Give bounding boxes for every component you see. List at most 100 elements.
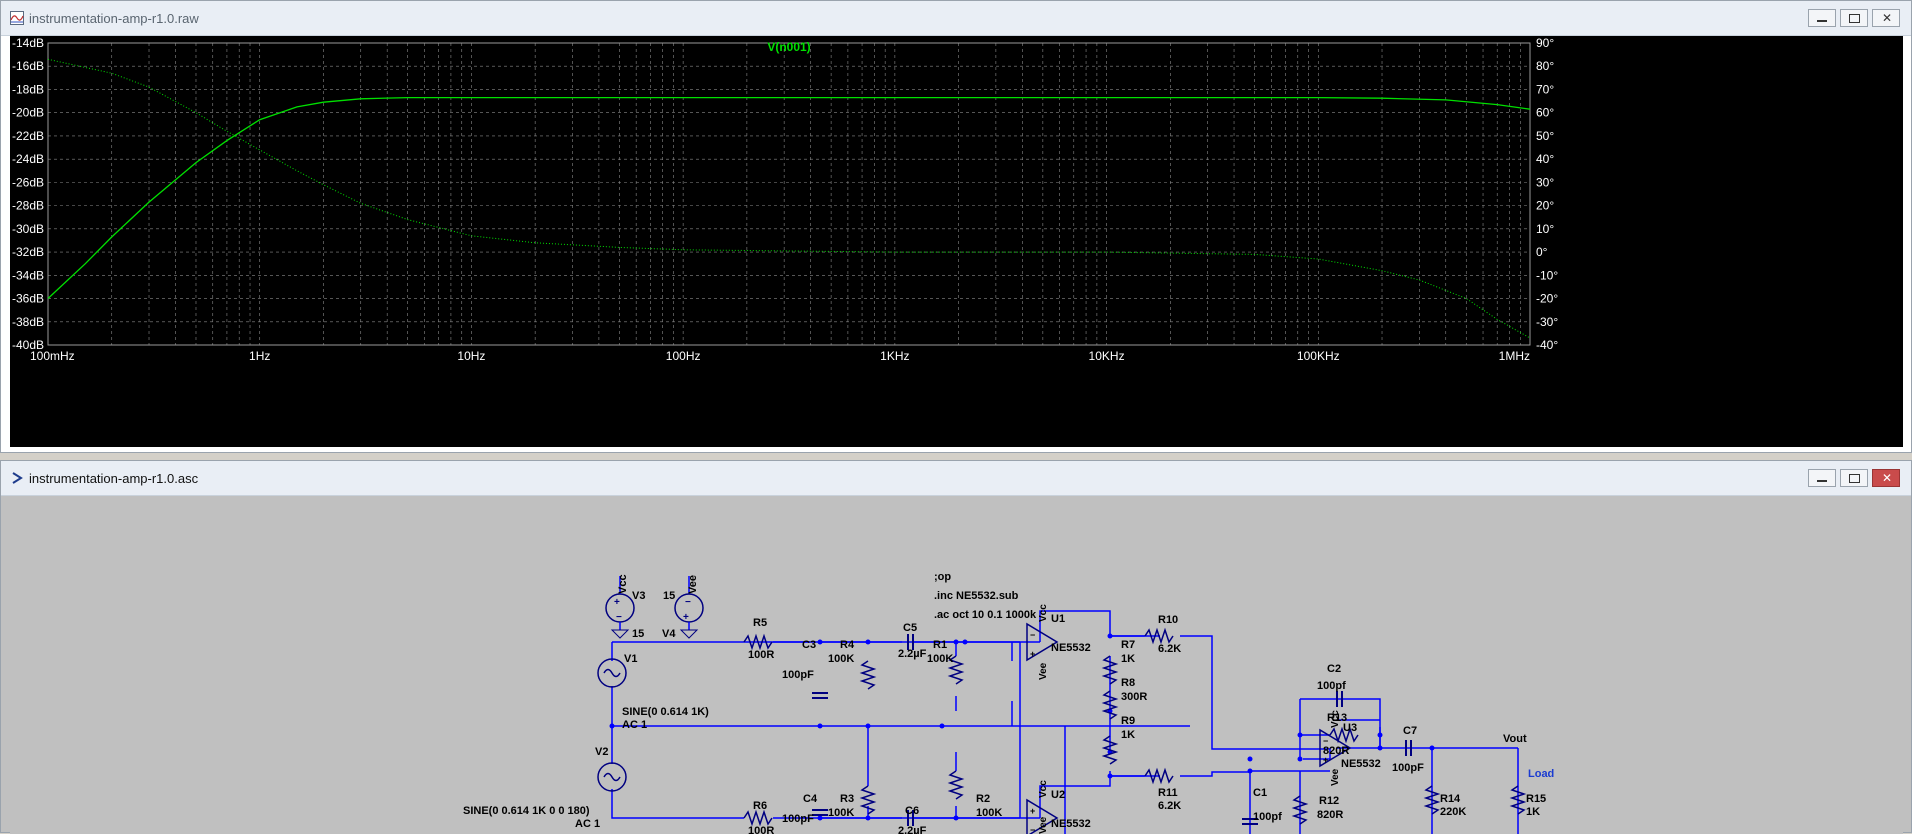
junctions	[609, 633, 1435, 821]
restore-button[interactable]	[1840, 469, 1868, 487]
svg-text:−: −	[1030, 630, 1035, 640]
y-right-tick-label: -40°	[1536, 338, 1558, 352]
r14-name: R14	[1440, 793, 1461, 805]
u1-value: NE5532	[1051, 642, 1091, 654]
schematic-window: instrumentation-amp-r1.0.asc ✕ ;op .inc …	[0, 460, 1912, 834]
x-tick-label: 10Hz	[457, 349, 485, 363]
r12-name: R12	[1319, 795, 1339, 807]
net-label-vcc: Vcc	[617, 574, 629, 594]
schematic-titlebar[interactable]: instrumentation-amp-r1.0.asc ✕	[1, 461, 1911, 496]
svg-text:+: +	[1030, 806, 1035, 816]
r6-value: 100R	[748, 825, 774, 834]
r2-name: R2	[976, 793, 990, 805]
r2-value: 100K	[976, 807, 1002, 819]
r8-name: R8	[1121, 677, 1135, 689]
r13-value: 820R	[1323, 745, 1349, 757]
y-left-tick-label: -40dB	[12, 338, 44, 352]
u3-vee-label: Vee	[1330, 768, 1341, 786]
c2-name: C2	[1327, 663, 1341, 675]
r5-name: R5	[753, 617, 767, 629]
r8-value: 300R	[1121, 691, 1147, 703]
supply-v4[interactable]: − + Vee 15 V4	[662, 575, 704, 640]
directive-op[interactable]: ;op	[934, 571, 951, 583]
c6-value: 2.2µF	[898, 825, 927, 834]
x-tick-label: 1MHz	[1499, 349, 1530, 363]
y-left-tick-label: -36dB	[12, 292, 44, 306]
y-left-tick-label: -30dB	[12, 222, 44, 236]
directive-include[interactable]: .inc NE5532.sub	[934, 590, 1019, 602]
r14-value: 220K	[1440, 806, 1466, 818]
r9-name: R9	[1121, 715, 1135, 727]
vertical-resistor-symbols	[859, 655, 1527, 825]
svg-text:−: −	[1030, 825, 1035, 834]
close-button[interactable]: ✕	[1872, 469, 1900, 487]
v1-function: SINE(0 0.614 1K)	[622, 706, 709, 718]
v2-ac: AC 1	[575, 818, 600, 830]
y-left-tick-label: -34dB	[12, 268, 44, 282]
u2-value: NE5532	[1051, 818, 1091, 830]
c1-name: C1	[1253, 787, 1267, 799]
schematic-canvas[interactable]: ;op .inc NE5532.sub .ac oct 10 0.1 1000k…	[10, 496, 1903, 834]
net-label-load[interactable]: Load	[1528, 768, 1554, 780]
magnitude-trace	[47, 96, 1531, 299]
c5-name: C5	[903, 622, 917, 634]
y-right-tick-label: -30°	[1536, 315, 1558, 329]
u1-vee-label: Vee	[1038, 662, 1049, 680]
schematic-window-title: instrumentation-amp-r1.0.asc	[29, 471, 199, 486]
y-right-tick-label: -10°	[1536, 268, 1558, 282]
directive-ac[interactable]: .ac oct 10 0.1 1000k	[934, 609, 1037, 621]
y-right-tick-label: 20°	[1536, 199, 1554, 213]
y-right-tick-label: 50°	[1536, 129, 1554, 143]
y-right-tick-label: -20°	[1536, 292, 1558, 306]
y-left-tick-label: -24dB	[12, 152, 44, 166]
source-v2[interactable]: V2 SINE(0 0.614 1K 0 0 180) AC 1	[463, 746, 627, 830]
c7-value: 100pF	[1392, 762, 1424, 774]
horizontal-resistor-symbols	[743, 627, 1359, 827]
x-tick-label: 100Hz	[666, 349, 701, 363]
r6-name: R6	[753, 800, 767, 812]
y-left-tick-label: -18dB	[12, 82, 44, 96]
c3-value: 100pF	[782, 669, 814, 681]
supply-v3[interactable]: + − Vcc V3 15	[605, 574, 645, 640]
minimize-button[interactable]	[1808, 469, 1836, 487]
waveform-window-title: instrumentation-amp-r1.0.raw	[29, 11, 199, 26]
svg-text:−: −	[1323, 736, 1328, 746]
phase-trace	[47, 58, 1531, 339]
waveform-app-icon	[10, 11, 24, 25]
schematic-drawing[interactable]: ;op .inc NE5532.sub .ac oct 10 0.1 1000k…	[10, 496, 1903, 834]
x-tick-label: 1Hz	[249, 349, 270, 363]
v2-name: V2	[595, 746, 608, 758]
r11-value: 6.2K	[1158, 800, 1181, 812]
v1-ac: AC 1	[622, 719, 647, 731]
svg-text:+: +	[1030, 649, 1035, 659]
net-label-vee: Vee	[687, 575, 699, 594]
y-left-tick-label: -14dB	[12, 36, 44, 50]
r9-value: 1K	[1121, 729, 1135, 741]
y-left-tick-label: -22dB	[12, 129, 44, 143]
y-right-tick-label: 40°	[1536, 152, 1554, 166]
close-button[interactable]: ✕	[1872, 9, 1900, 27]
u1-name: U1	[1051, 613, 1065, 625]
r11-name: R11	[1158, 787, 1178, 799]
net-label-vout[interactable]: Vout	[1503, 733, 1527, 745]
y-right-tick-label: 70°	[1536, 82, 1554, 96]
c2-value: 100pf	[1317, 680, 1346, 692]
y-right-tick-label: 30°	[1536, 175, 1554, 189]
waveform-titlebar[interactable]: instrumentation-amp-r1.0.raw ✕	[1, 1, 1911, 36]
r4-value: 100K	[828, 653, 854, 665]
restore-button[interactable]	[1840, 9, 1868, 27]
x-tick-label: 10KHz	[1089, 349, 1125, 363]
c4-name: C4	[803, 793, 818, 805]
v3-name: V3	[632, 590, 645, 602]
u3-value: NE5532	[1341, 758, 1381, 770]
source-v1[interactable]: V1 SINE(0 0.614 1K) AC 1	[597, 653, 709, 731]
r15-name: R15	[1526, 793, 1546, 805]
r3-name: R3	[840, 793, 854, 805]
c7-name: C7	[1403, 725, 1417, 737]
minimize-button[interactable]	[1808, 9, 1836, 27]
c3-name: C3	[802, 639, 816, 651]
opamp-symbols	[1026, 622, 1352, 834]
